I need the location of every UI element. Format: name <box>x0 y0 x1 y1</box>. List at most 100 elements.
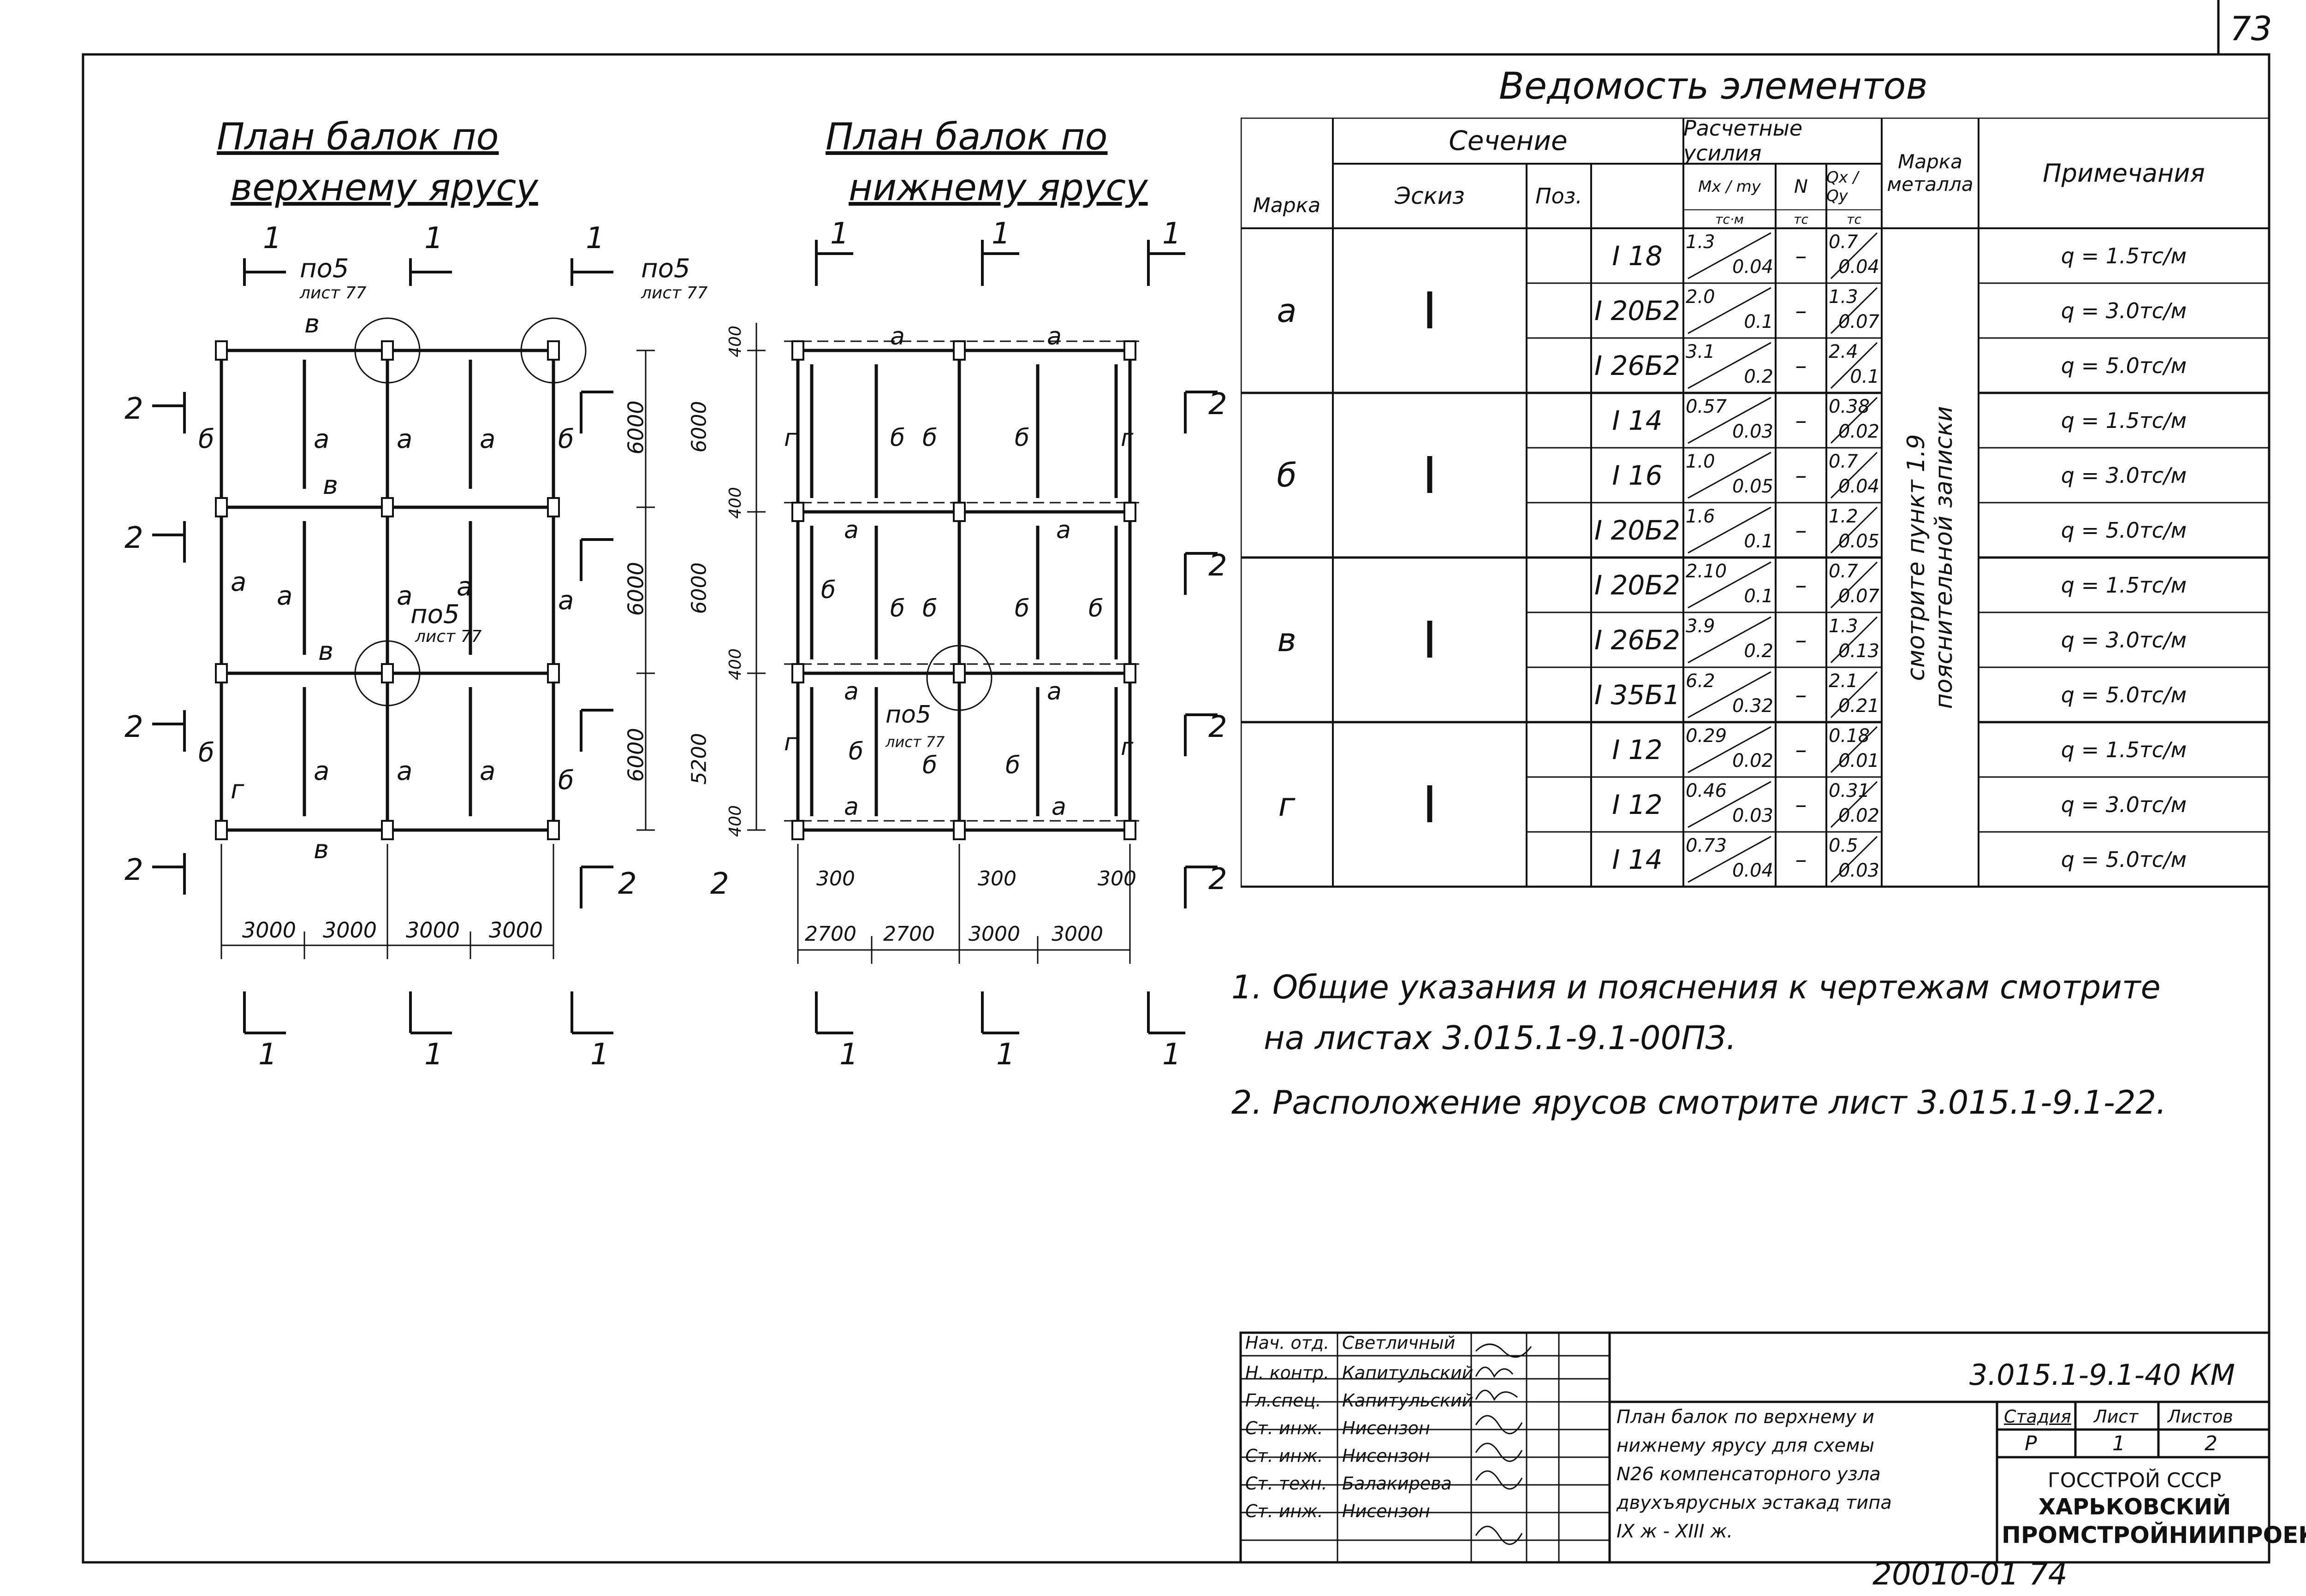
section-label: 1 <box>263 221 282 255</box>
stamp-description-line: План балок по верхнему и <box>1617 1406 1875 1428</box>
stage-label: Стадия <box>2004 1406 2071 1427</box>
beam-label: б <box>558 765 574 795</box>
section-label: 2 <box>1208 387 1227 421</box>
row-mark: а <box>1277 291 1297 330</box>
section-label: 2 <box>1208 710 1227 744</box>
row-n: – <box>1795 791 1807 818</box>
row-profile: I 16 <box>1612 459 1663 491</box>
section-label: 1 <box>839 1038 858 1072</box>
dim-label: 3000 <box>489 918 543 943</box>
row-profile: I 12 <box>1612 789 1663 820</box>
beam-label: а <box>397 756 413 786</box>
row-qx: 2.1 <box>1829 670 1858 692</box>
row-profile: I 26Б2 <box>1594 624 1681 656</box>
row-my: 0.32 <box>1732 695 1773 717</box>
row-qx: 1.2 <box>1829 506 1858 527</box>
row-profile: I 18 <box>1612 240 1663 272</box>
row-my: 0.2 <box>1744 366 1773 387</box>
stamp-role: Ст. инж. <box>1245 1418 1323 1438</box>
beam-label: а <box>1047 323 1062 350</box>
section-label: 1 <box>1162 1038 1181 1072</box>
beam-label: б <box>922 424 938 452</box>
header-poz: Поз. <box>1535 184 1582 208</box>
stamp-role: Ст. техн. <box>1245 1473 1327 1494</box>
ref-node-label: по5 <box>641 254 690 284</box>
row-note: q = 3.0тс/м <box>2061 463 2187 488</box>
stamp-name: Балакирева <box>1342 1473 1452 1494</box>
ref-sheet-label: лист 77 <box>886 733 945 751</box>
row-qx: 0.7 <box>1829 451 1858 472</box>
stamp-name: Капитульский <box>1342 1390 1474 1411</box>
row-mx: 2.10 <box>1686 561 1727 582</box>
corner-sheet-number: 73 <box>2230 9 2272 48</box>
section-label: 2 <box>125 710 143 744</box>
beam-label: б <box>821 576 836 604</box>
beam-label: б <box>558 424 574 454</box>
beam-label: а <box>844 793 859 821</box>
beam-label: б <box>890 424 905 452</box>
beam-label: а <box>844 678 859 706</box>
beam-label: а <box>231 567 247 597</box>
row-mx: 2.0 <box>1686 286 1715 308</box>
header-eskiz: Эскиз <box>1395 183 1465 209</box>
row-profile: I 14 <box>1612 843 1663 875</box>
row-profile: I 26Б2 <box>1594 350 1681 381</box>
section-label: 1 <box>1162 217 1181 251</box>
row-mx: 0.57 <box>1686 396 1727 417</box>
signatures <box>1475 1343 1532 1545</box>
row-qx: 0.7 <box>1829 231 1858 253</box>
row-profile: I 12 <box>1612 734 1663 765</box>
stamp-role: Нач. отд. <box>1245 1333 1330 1353</box>
row-mx: 6.2 <box>1686 670 1715 692</box>
section-label: 1 <box>992 217 1010 251</box>
row-qx: 2.4 <box>1829 341 1858 362</box>
row-n: – <box>1795 462 1807 489</box>
header-q-unit: тс <box>1847 211 1861 227</box>
table-title: Ведомость элементов <box>1499 65 1928 107</box>
sketch-i-beam-icon: I <box>1422 775 1438 834</box>
row-mx: 0.29 <box>1686 725 1727 747</box>
stamp-description-line: нижнему ярусу для схемы <box>1617 1435 1875 1456</box>
section-label: 1 <box>830 217 849 251</box>
header-marka-metalla: Марка металла <box>1887 150 1973 196</box>
section-label: 2 <box>618 867 637 901</box>
beam-label: а <box>397 581 413 611</box>
row-note: q = 3.0тс/м <box>2061 298 2187 323</box>
beam-label: а <box>457 572 473 602</box>
dim-label: 3000 <box>969 922 1020 946</box>
beam-label: б <box>1015 595 1030 623</box>
row-note: q = 3.0тс/м <box>2061 792 2187 817</box>
dim-label: 3000 <box>406 918 460 943</box>
sheets-value: 2 <box>2205 1432 2217 1455</box>
bottom-plan-title-2: нижнему ярусу <box>849 166 1148 209</box>
sheet-value: 1 <box>2112 1432 2125 1455</box>
section-label: 2 <box>1208 549 1227 583</box>
row-profile: I 20Б2 <box>1594 514 1681 546</box>
org-line-2: ХАРЬКОВСКИЙ <box>2039 1494 2231 1520</box>
beam-label: а <box>314 424 330 454</box>
header-q: Qx / Qy <box>1826 168 1859 205</box>
beam-label: б <box>198 424 214 454</box>
row-n: – <box>1795 681 1807 708</box>
sketch-i-beam-icon: I <box>1422 610 1438 670</box>
section-label: 1 <box>424 221 443 255</box>
row-n: – <box>1795 626 1807 653</box>
beam-label: а <box>277 581 293 611</box>
row-mx: 1.3 <box>1686 231 1715 253</box>
header-n: N <box>1794 176 1808 197</box>
row-n: – <box>1795 407 1807 434</box>
section-label: 1 <box>996 1038 1015 1072</box>
ref-node-label: по5 <box>886 701 931 729</box>
sketch-i-beam-icon: I <box>1422 445 1438 505</box>
row-mx: 3.9 <box>1686 616 1715 637</box>
row-note: q = 1.5тс/м <box>2061 737 2187 762</box>
row-profile: I 35Б1 <box>1594 679 1681 711</box>
row-mx: 3.1 <box>1686 341 1715 362</box>
section-label: 2 <box>125 853 143 887</box>
row-note: q = 5.0тс/м <box>2061 353 2187 378</box>
row-qx: 1.3 <box>1829 286 1858 308</box>
